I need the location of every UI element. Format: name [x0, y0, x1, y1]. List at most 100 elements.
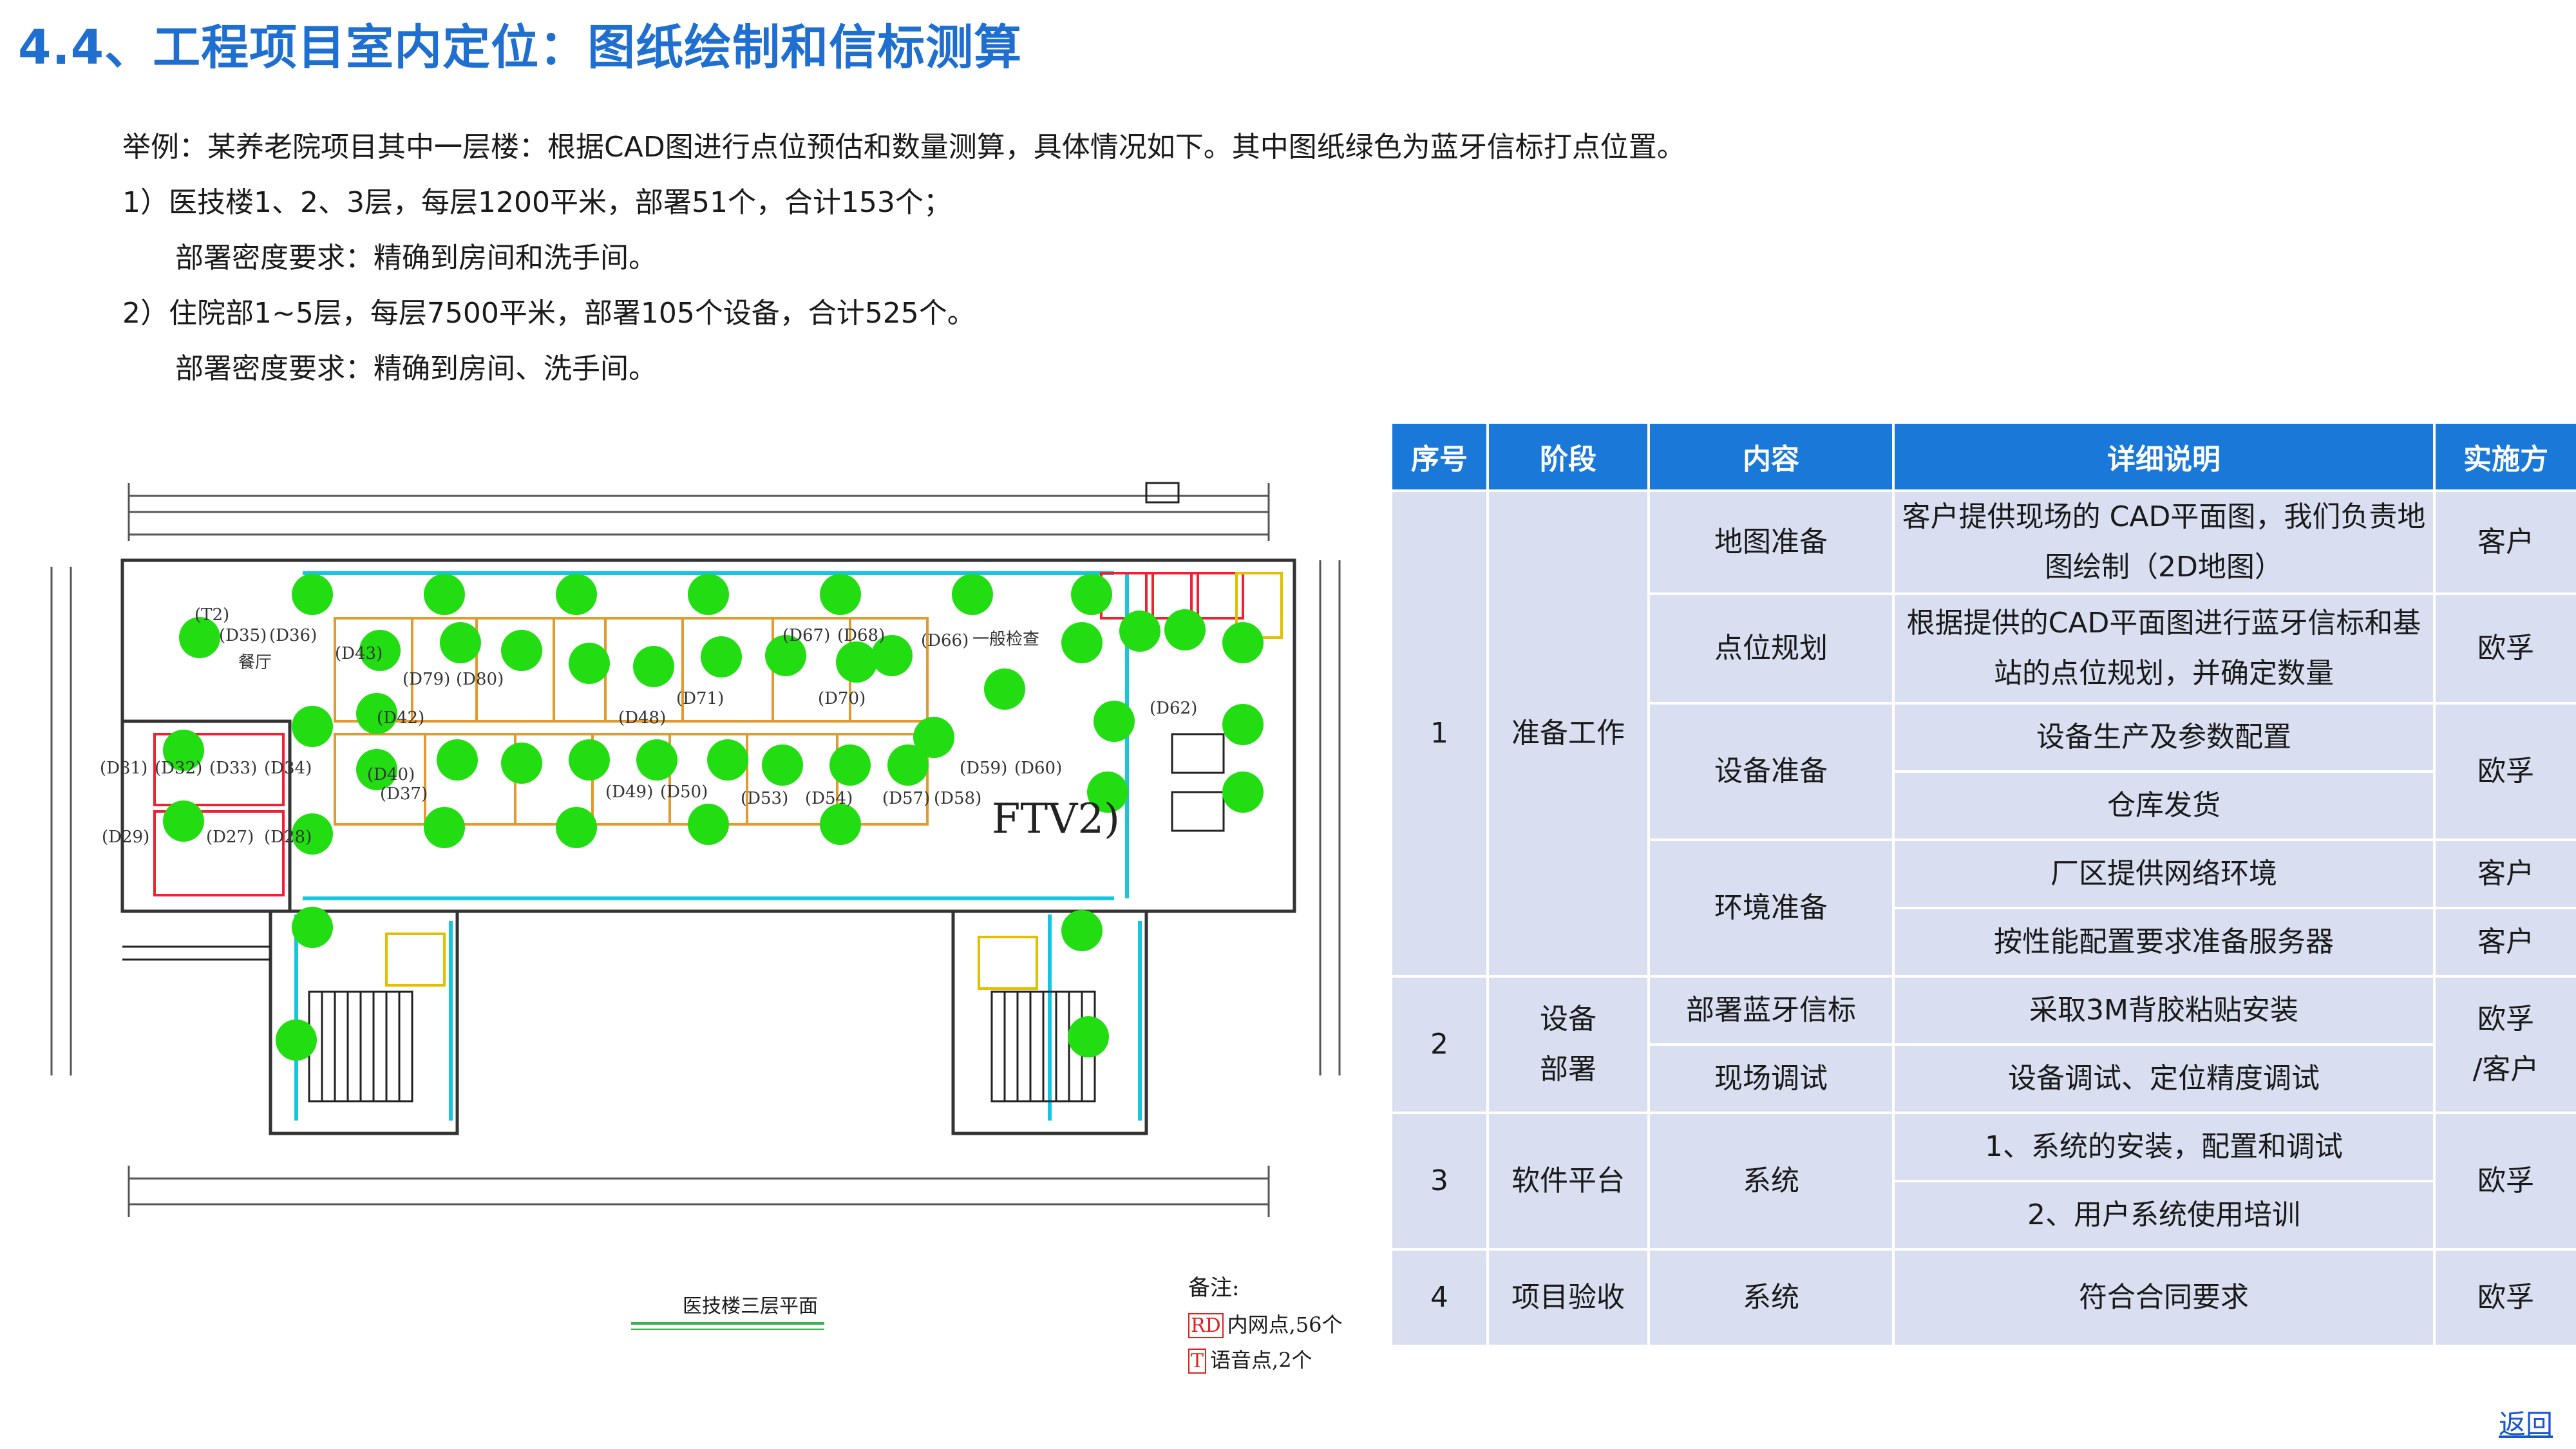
- plan-label: (T2): [194, 605, 230, 625]
- beacon-marker: [359, 630, 401, 671]
- header-cell: 内容: [1647, 421, 1895, 492]
- party-cell: 欧孚: [2433, 592, 2576, 705]
- plan-label: (D40): [367, 765, 415, 784]
- plan-label: (D27): [206, 828, 254, 847]
- beacon-marker: [276, 1019, 317, 1061]
- detail-cell: 设备调试、定位精度调试: [1892, 1043, 2436, 1114]
- beacon-marker: [569, 643, 610, 684]
- legend-code: T: [1188, 1349, 1207, 1374]
- party-cell: 欧孚: [2433, 702, 2576, 841]
- plan-label: (D70): [818, 689, 866, 708]
- stage-number: 1: [1390, 489, 1489, 978]
- beacon-marker: [762, 744, 803, 786]
- beacon-marker: [424, 574, 465, 615]
- detail-cell: 按性能配置要求准备服务器: [1892, 907, 2436, 978]
- table-row: 设备准备 设备生产及参数配置 欧孚: [1391, 702, 2576, 841]
- plan-label: (D32): [155, 759, 203, 778]
- plan-caption: 医技楼三层平面: [683, 1295, 818, 1318]
- plan-label: (D68): [837, 626, 886, 645]
- beacon-marker: [501, 630, 542, 671]
- plan-label: (D36): [269, 626, 317, 645]
- plan-label: (D67): [782, 626, 831, 645]
- plan-label: (D43): [335, 644, 383, 663]
- header-cell: 实施方: [2433, 421, 2576, 492]
- party-cell: 客户: [2433, 838, 2576, 909]
- content-cell: 部署蓝牙信标: [1647, 975, 1895, 1046]
- plan-label: (D33): [209, 759, 258, 778]
- beacon-marker: [984, 668, 1025, 710]
- stage-phase: 项目验收: [1486, 1248, 1650, 1347]
- beacon-marker: [1094, 701, 1135, 742]
- plan-label: (D35): [219, 626, 267, 645]
- beacon-marker: [501, 743, 542, 784]
- beacon-marker: [1061, 910, 1103, 951]
- detail-line: 根据提供的CAD平面图进行蓝牙信标和基: [1906, 607, 2421, 639]
- beacon-marker: [636, 739, 677, 781]
- plan-label: (D28): [264, 828, 312, 847]
- plan-label: (D54): [805, 789, 853, 808]
- table-row: 3 软件平台 系统 1、系统的安装，配置和调试 欧孚: [1390, 1112, 2576, 1251]
- plan-label: FTV2): [992, 795, 1120, 843]
- detail-cell: 采取3M背胶粘贴安装: [1892, 975, 2436, 1046]
- plan-label: (D80): [456, 670, 504, 689]
- floor-plan: (T2) (D35) (D36) 餐厅 (D43) (D79) (D80) (D…: [26, 477, 1352, 1397]
- table-row: 2 设备部署 部署蓝牙信标 采取3M背胶粘贴安装 欧孚/客户: [1390, 975, 2576, 1114]
- detail-cell: 厂区提供网络环境: [1892, 838, 2436, 909]
- beacon-marker: [556, 807, 597, 848]
- beacon-marker: [424, 807, 465, 848]
- beacon-marker: [1061, 622, 1103, 663]
- content-cell: 设备准备: [1647, 702, 1895, 841]
- beacon-marker: [887, 744, 929, 786]
- beacon-marker: [688, 574, 729, 615]
- party-line: /客户: [2472, 1053, 2539, 1086]
- phase-line: 部署: [1540, 1053, 1596, 1086]
- beacon-marker: [1087, 772, 1128, 813]
- legend-code: RD: [1188, 1313, 1224, 1338]
- beacon-marker: [820, 804, 861, 845]
- detail-cell: 根据提供的CAD平面图进行蓝牙信标和基站的点位规划，并确定数量: [1892, 592, 2436, 705]
- beacon-marker: [1222, 772, 1264, 813]
- table-row: 现场调试 设备调试、定位精度调试: [1391, 1043, 2576, 1114]
- plan-label: (D42): [377, 708, 425, 728]
- beacon-marker: [437, 739, 478, 781]
- plan-label: (D50): [660, 782, 708, 802]
- detail-cell: 设备生产及参数配置: [1892, 702, 2436, 773]
- plan-label: (D58): [934, 789, 982, 808]
- stage-phase: 软件平台: [1486, 1112, 1650, 1251]
- table-row: 4 项目验收 系统 符合合同要求 欧孚: [1390, 1248, 2576, 1347]
- stage-number: 4: [1390, 1248, 1489, 1347]
- plan-label: 一般检查: [972, 630, 1040, 649]
- plan-label: (D79): [402, 670, 451, 689]
- back-link[interactable]: 返回: [2499, 1408, 2553, 1440]
- stage-number: 2: [1390, 975, 1489, 1114]
- beacon-marker: [1119, 611, 1160, 652]
- plan-label: (D37): [380, 784, 428, 804]
- plan-label: (D57): [882, 789, 931, 808]
- plan-label: (D53): [741, 789, 789, 808]
- beacon-marker: [820, 574, 861, 615]
- beacon-marker: [688, 804, 729, 845]
- beacon-marker: [163, 730, 204, 771]
- detail-cell: 符合合同要求: [1892, 1248, 2436, 1347]
- beacon-marker: [356, 749, 397, 790]
- plan-label: (D60): [1014, 759, 1063, 778]
- header-cell: 序号: [1390, 421, 1489, 492]
- table-row: 1 准备工作 地图准备 客户提供现场的 CAD平面图，我们负责地图绘制（2D地图…: [1390, 489, 2576, 978]
- legend-text: 语音点,2个: [1210, 1348, 1312, 1372]
- stage-phase: 设备部署: [1486, 975, 1650, 1114]
- intro-line: 部署密度要求：精确到房间和洗手间。: [175, 242, 657, 274]
- beacon-marker: [765, 635, 806, 676]
- plan-label: (D48): [618, 708, 667, 728]
- party-line: 欧孚: [2477, 1003, 2534, 1036]
- beacon-marker: [1222, 622, 1264, 663]
- beacon-marker: [829, 744, 871, 786]
- table-header-row: 序号 阶段 内容 详细说明 实施方: [1390, 421, 2576, 492]
- content-cell: 现场调试: [1647, 1043, 1895, 1114]
- intro-line: 部署密度要求：精确到房间、洗手间。: [175, 352, 657, 385]
- content-cell: 环境准备: [1647, 838, 1895, 978]
- content-cell: 地图准备: [1647, 489, 1895, 595]
- party-cell: 欧孚/客户: [2433, 975, 2576, 1114]
- header-cell: 详细说明: [1892, 421, 2436, 492]
